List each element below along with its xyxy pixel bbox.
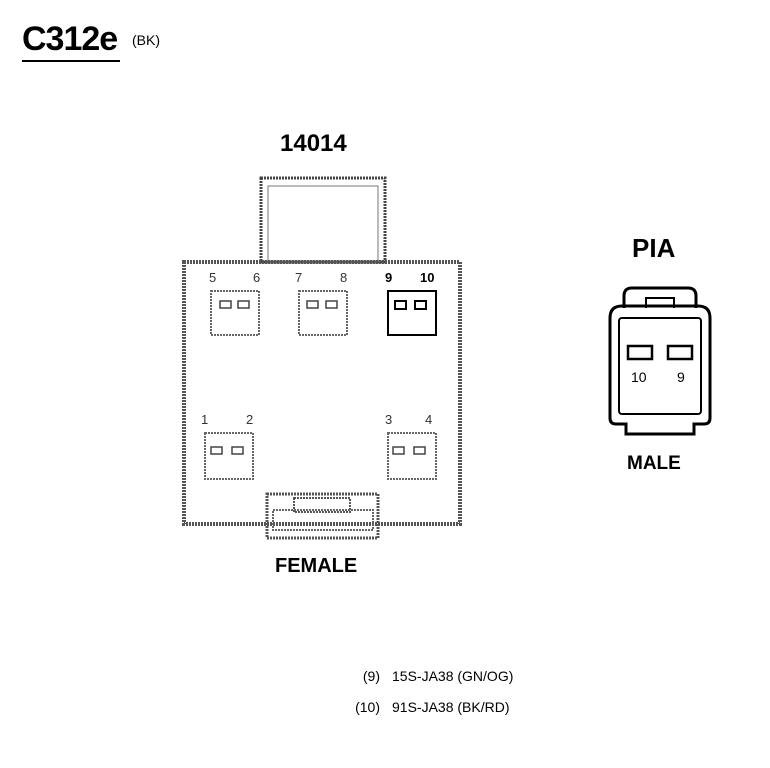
legend-pin: (9) [362,668,380,684]
female-connector-top-tab [259,176,387,264]
male-label: MALE [627,453,681,474]
cavity-1-2 [204,432,254,480]
male-part-number: PIA [632,233,676,263]
cavity-7-8 [298,290,348,336]
female-pin-3-number: 3 [385,412,393,427]
cavity-3-4 [387,432,437,480]
connector-id-title: C312e [22,20,118,58]
female-label: FEMALE [275,555,358,577]
female-connector-latch [265,492,380,540]
legend-pin: (10) [355,699,380,715]
male-pin-10-terminal [626,344,654,361]
male-pin-10-number: 10 [631,369,647,385]
female-pin-8-number: 8 [340,270,348,285]
female-pin-10-number: 10 [420,270,435,285]
connector-color-label: (BK) [132,32,160,48]
title-underline [22,60,120,62]
cavity-5-6 [210,290,260,336]
legend-circuit: 15S-JA38 (GN/OG) [392,668,514,684]
male-pin-9-number: 9 [677,369,685,385]
female-part-number: 14014 [280,130,347,157]
female-pin-5-number: 5 [209,270,217,285]
female-pin-2-number: 2 [246,412,254,427]
female-pin-7-number: 7 [295,270,303,285]
female-pin-1-number: 1 [201,412,209,427]
female-pin-9-number: 9 [385,270,393,285]
legend-row-pin-9: (9) 15S-JA38 (GN/OG) [350,668,514,684]
legend-row-pin-10: (10) 91S-JA38 (BK/RD) [350,699,509,715]
male-connector-body [608,286,712,436]
female-pin-4-number: 4 [425,412,433,427]
cavity-9-10 [387,290,437,336]
female-connector-body [182,260,462,526]
female-pin-6-number: 6 [253,270,261,285]
legend-circuit: 91S-JA38 (BK/RD) [392,699,510,715]
male-pin-9-terminal [666,344,694,361]
